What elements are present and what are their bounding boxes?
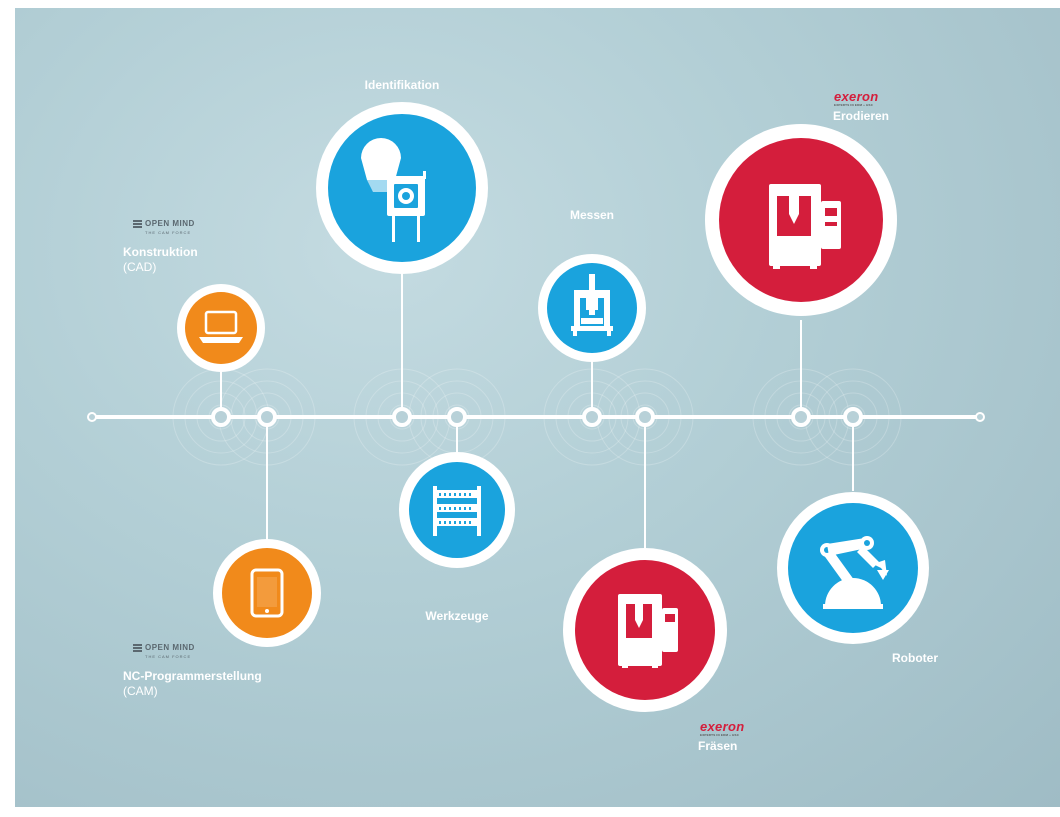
timeline-end-dot	[975, 412, 985, 422]
node-konstruktion[interactable]	[177, 284, 265, 372]
node-werkzeuge[interactable]	[399, 452, 515, 568]
edm-machine-icon	[769, 184, 841, 269]
node-messen[interactable]	[538, 254, 646, 362]
node-nc-programmerstellung[interactable]	[213, 539, 321, 647]
label-nc-programmerstellung: NC-Programmerstellung (CAM)	[123, 669, 262, 699]
open-mind-logo-cam: OPEN MIND THE CAM FORCE	[133, 644, 195, 661]
open-mind-name: OPEN MIND	[145, 219, 195, 228]
timeline-start-dot	[87, 412, 97, 422]
robot-arm-icon	[820, 536, 889, 609]
konstruktion-subtitle: (CAD)	[123, 260, 157, 274]
tablet-icon	[250, 568, 284, 618]
exeron-name: exeron	[700, 719, 745, 734]
erodieren-title: Erodieren	[833, 109, 890, 123]
exeron-logo-edm: exeron EXPERTS IN EDM + HSC	[834, 90, 878, 107]
werkzeuge-title: Werkzeuge	[425, 609, 489, 623]
label-roboter: Roboter	[892, 651, 938, 666]
timeline-nodes	[211, 407, 863, 427]
roboter-title: Roboter	[892, 651, 938, 665]
nc-subtitle: (CAM)	[123, 684, 158, 698]
label-identifikation: Identifikation	[342, 78, 462, 93]
label-werkzeuge: Werkzeuge	[402, 609, 512, 624]
exeron-name: exeron	[834, 89, 879, 104]
connector-lines	[220, 270, 854, 560]
node-identifikation[interactable]	[316, 102, 488, 274]
konstruktion-title: Konstruktion	[123, 245, 198, 259]
exeron-tagline: EXPERTS IN EDM + HSC	[700, 733, 740, 737]
exeron-tagline: EXPERTS IN EDM + HSC	[834, 103, 874, 107]
label-messen: Messen	[552, 208, 632, 223]
label-fraesen: Fräsen	[698, 739, 737, 754]
label-erodieren: Erodieren	[833, 109, 889, 124]
diagram-canvas	[87, 102, 985, 712]
open-mind-tagline: THE CAM FORCE	[145, 654, 192, 659]
label-konstruktion: Konstruktion (CAD)	[123, 245, 198, 275]
laptop-icon	[199, 310, 243, 343]
node-fraesen[interactable]	[563, 548, 727, 712]
process-diagram: Identifikation OPEN MIND THE CAM FORCE Ko…	[15, 8, 1060, 807]
open-mind-mark-icon	[133, 644, 142, 653]
nc-title: NC-Programmerstellung	[123, 669, 262, 683]
milling-machine-icon	[618, 594, 678, 668]
measuring-machine-icon	[571, 274, 613, 336]
identifikation-title: Identifikation	[364, 78, 440, 92]
open-mind-tagline: THE CAM FORCE	[145, 230, 192, 235]
node-erodieren[interactable]	[705, 124, 897, 316]
open-mind-logo-cad: OPEN MIND THE CAM FORCE	[133, 220, 195, 237]
fraesen-title: Fräsen	[698, 739, 738, 753]
exeron-logo-hsc: exeron EXPERTS IN EDM + HSC	[700, 720, 744, 737]
messen-title: Messen	[569, 208, 615, 222]
open-mind-name: OPEN MIND	[145, 643, 195, 652]
identification-station-icon	[361, 138, 426, 242]
node-roboter[interactable]	[777, 492, 929, 644]
open-mind-mark-icon	[133, 220, 142, 229]
tool-rack-icon	[433, 486, 481, 536]
